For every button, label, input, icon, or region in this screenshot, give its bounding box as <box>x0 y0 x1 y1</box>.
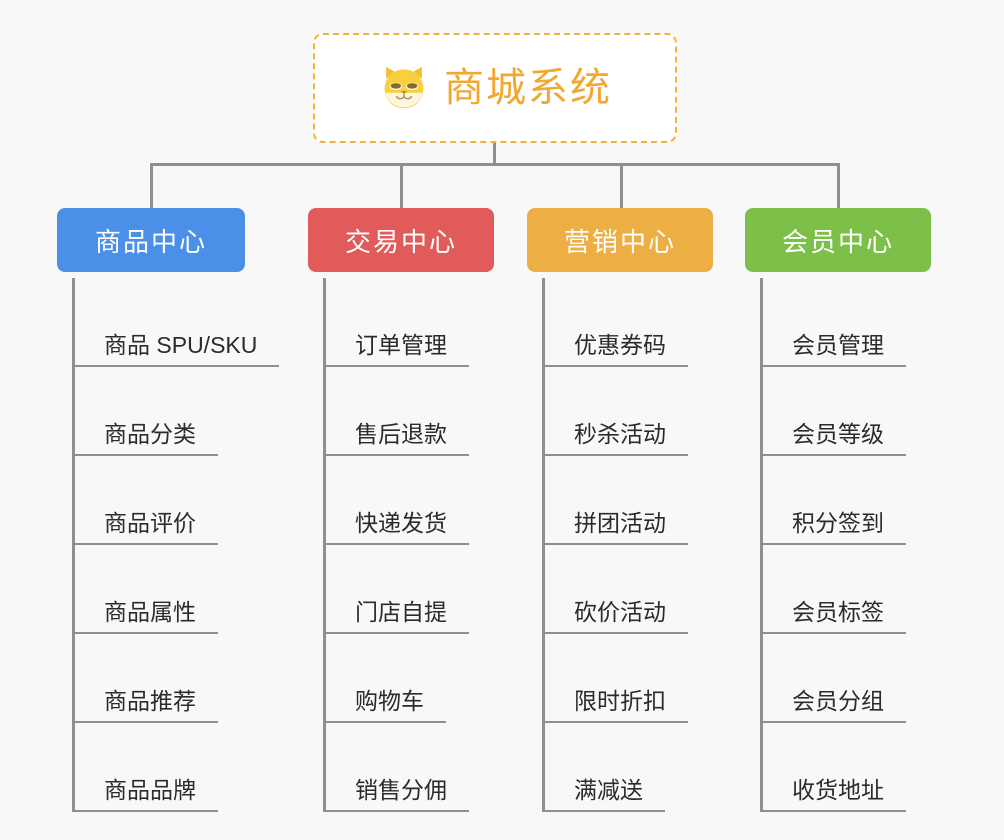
list-item[interactable]: 商品评价 <box>57 456 245 545</box>
leaf-label: 购物车 <box>323 688 446 723</box>
branch-marketing-center: 营销中心 优惠券码 秒杀活动 拼团活动 砍价活动 限时折扣 满减送 <box>527 208 713 812</box>
connector-drop-product-center <box>150 163 153 210</box>
list-item[interactable]: 会员标签 <box>745 545 931 634</box>
list-item[interactable]: 门店自提 <box>308 545 494 634</box>
list-item[interactable]: 砍价活动 <box>527 545 713 634</box>
list-item[interactable]: 商品分类 <box>57 367 245 456</box>
list-item[interactable]: 售后退款 <box>308 367 494 456</box>
column-header-product-center[interactable]: 商品中心 <box>57 208 245 272</box>
leaf-label: 商品推荐 <box>72 688 218 723</box>
connector-drop-member-center <box>837 163 840 210</box>
leaf-label: 会员管理 <box>760 332 906 367</box>
leaf-label: 拼团活动 <box>542 510 688 545</box>
list-item[interactable]: 销售分佣 <box>308 723 494 812</box>
connector-root-stem <box>493 143 496 165</box>
connector-horizontal-bus <box>150 163 840 166</box>
leaf-label: 快递发货 <box>323 510 469 545</box>
list-item[interactable]: 订单管理 <box>308 278 494 367</box>
leaf-label: 商品属性 <box>72 599 218 634</box>
column-header-member-center[interactable]: 会员中心 <box>745 208 931 272</box>
leaf-list-marketing-center: 优惠券码 秒杀活动 拼团活动 砍价活动 限时折扣 满减送 <box>527 278 713 812</box>
list-item[interactable]: 秒杀活动 <box>527 367 713 456</box>
leaf-label: 会员分组 <box>760 688 906 723</box>
list-item[interactable]: 限时折扣 <box>527 634 713 723</box>
list-item[interactable]: 商品 SPU/SKU <box>57 278 280 367</box>
connector-spine-product-center <box>72 278 75 812</box>
branch-member-center: 会员中心 会员管理 会员等级 积分签到 会员标签 会员分组 收货地址 <box>745 208 931 812</box>
connector-spine-marketing-center <box>542 278 545 812</box>
list-item[interactable]: 快递发货 <box>308 456 494 545</box>
list-item[interactable]: 商品品牌 <box>57 723 245 812</box>
leaf-label: 秒杀活动 <box>542 421 688 456</box>
leaf-label: 门店自提 <box>323 599 469 634</box>
list-item[interactable]: 会员分组 <box>745 634 931 723</box>
connector-drop-trade-center <box>400 163 403 210</box>
connector-spine-member-center <box>760 278 763 812</box>
list-item[interactable]: 收货地址 <box>745 723 931 812</box>
connector-drop-marketing-center <box>620 163 623 210</box>
list-item[interactable]: 优惠券码 <box>527 278 713 367</box>
leaf-label: 满减送 <box>542 777 665 812</box>
leaf-label: 商品分类 <box>72 421 218 456</box>
root-node[interactable]: 商城系统 <box>313 33 677 143</box>
leaf-label: 售后退款 <box>323 421 469 456</box>
leaf-label: 订单管理 <box>323 332 469 367</box>
list-item[interactable]: 拼团活动 <box>527 456 713 545</box>
list-item[interactable]: 购物车 <box>308 634 494 723</box>
list-item[interactable]: 会员等级 <box>745 367 931 456</box>
leaf-label: 砍价活动 <box>542 599 688 634</box>
branch-product-center: 商品中心 商品 SPU/SKU 商品分类 商品评价 商品属性 商品推荐 商品品牌 <box>57 208 280 812</box>
column-header-marketing-center[interactable]: 营销中心 <box>527 208 713 272</box>
list-item[interactable]: 商品属性 <box>57 545 245 634</box>
leaf-label: 会员标签 <box>760 599 906 634</box>
leaf-label: 商品品牌 <box>72 777 218 812</box>
leaf-list-trade-center: 订单管理 售后退款 快递发货 门店自提 购物车 销售分佣 <box>308 278 494 812</box>
root-title: 商城系统 <box>444 66 612 110</box>
branch-trade-center: 交易中心 订单管理 售后退款 快递发货 门店自提 购物车 销售分佣 <box>308 208 494 812</box>
connector-spine-trade-center <box>323 278 326 812</box>
leaf-label: 优惠券码 <box>542 332 688 367</box>
list-item[interactable]: 积分签到 <box>745 456 931 545</box>
list-item[interactable]: 会员管理 <box>745 278 931 367</box>
list-item[interactable]: 满减送 <box>527 723 713 812</box>
leaf-label: 商品评价 <box>72 510 218 545</box>
leaf-label: 积分签到 <box>760 510 906 545</box>
leaf-label: 限时折扣 <box>542 688 688 723</box>
leaf-label: 会员等级 <box>760 421 906 456</box>
shiba-dog-icon <box>384 66 424 109</box>
leaf-label: 销售分佣 <box>323 777 469 812</box>
leaf-list-member-center: 会员管理 会员等级 积分签到 会员标签 会员分组 收货地址 <box>745 278 931 812</box>
leaf-list-product-center: 商品 SPU/SKU 商品分类 商品评价 商品属性 商品推荐 商品品牌 <box>57 278 280 812</box>
column-header-trade-center[interactable]: 交易中心 <box>308 208 494 272</box>
leaf-label: 商品 SPU/SKU <box>72 332 280 367</box>
list-item[interactable]: 商品推荐 <box>57 634 245 723</box>
leaf-label: 收货地址 <box>760 777 906 812</box>
